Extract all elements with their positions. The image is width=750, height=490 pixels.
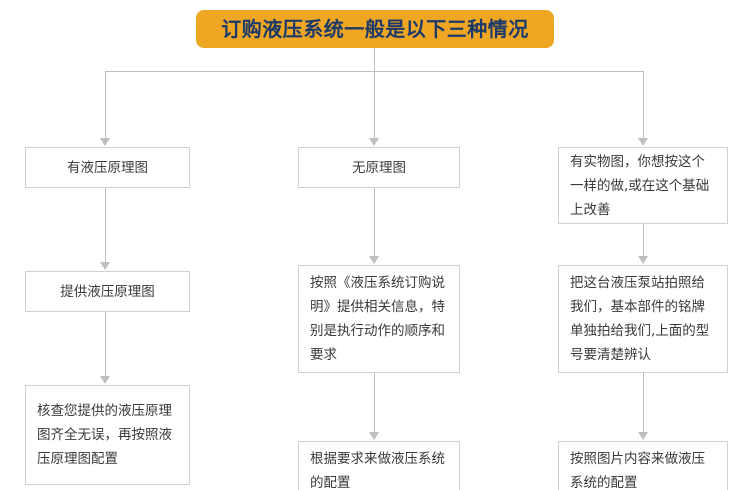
node-branch1-step3[interactable]: 核查您提供的液压原理图齐全无误，再按照液压原理图配置: [25, 385, 190, 485]
connector-root-to-branch2: [374, 71, 375, 139]
connector-branch1-step1-to-step2: [105, 188, 106, 263]
connector-branch2-step1-to-step2: [374, 188, 375, 257]
arrowhead-branch1-step2-to-step3: [100, 376, 110, 384]
node-branch2-step3-label: 根据要求来做液压系统的配置: [310, 451, 445, 490]
node-branch1-step3-label: 核查您提供的液压原理图齐全无误，再按照液压原理图配置: [37, 403, 172, 467]
node-branch2-step1[interactable]: 无原理图: [298, 147, 460, 188]
connector-branch1-step2-to-step3: [105, 312, 106, 377]
node-branch3-step2-label: 把这台液压泵站拍照给我们，基本部件的铭牌单独拍给我们,上面的型号要清楚辨认: [570, 275, 710, 363]
connector-root-to-branch3: [643, 71, 644, 139]
arrowhead-root-to-branch3: [638, 138, 648, 146]
arrowhead-branch2-step1-to-step2: [369, 256, 379, 264]
node-branch3-step1-label: 有实物图，你想按这个一样的做,或在这个基础上改善: [570, 153, 710, 218]
node-branch1-step1[interactable]: 有液压原理图: [25, 147, 190, 188]
connector-root-to-branch1: [105, 71, 106, 139]
arrowhead-root-to-branch2: [369, 138, 379, 146]
connector-branch3-step2-to-step3: [643, 373, 644, 433]
node-branch1-step2-label: 提供液压原理图: [60, 283, 155, 300]
node-branch2-step1-label: 无原理图: [352, 159, 406, 176]
arrowhead-branch3-step2-to-step3: [638, 432, 648, 440]
node-branch3-step1[interactable]: 有实物图，你想按这个一样的做,或在这个基础上改善: [558, 147, 728, 224]
node-branch3-step2[interactable]: 把这台液压泵站拍照给我们，基本部件的铭牌单独拍给我们,上面的型号要清楚辨认: [558, 265, 728, 373]
node-branch1-step2[interactable]: 提供液压原理图: [25, 271, 190, 312]
connector-branch2-step2-to-step3: [374, 373, 375, 433]
flowchart-title-banner: 订购液压系统一般是以下三种情况: [196, 10, 554, 48]
arrowhead-root-to-branch1: [100, 138, 110, 146]
node-branch2-step2[interactable]: 按照《液压系统订购说明》提供相关信息，特别是执行动作的顺序和要求: [298, 265, 460, 373]
connector-branch3-step1-to-step2: [643, 224, 644, 257]
node-branch2-step2-label: 按照《液压系统订购说明》提供相关信息，特别是执行动作的顺序和要求: [310, 275, 445, 363]
node-branch2-step3[interactable]: 根据要求来做液压系统的配置: [298, 441, 460, 490]
flowchart-title-text: 订购液压系统一般是以下三种情况: [221, 17, 529, 41]
arrowhead-branch1-step1-to-step2: [100, 262, 110, 270]
node-branch1-step1-label: 有液压原理图: [67, 159, 148, 176]
arrowhead-branch3-step1-to-step2: [638, 256, 648, 264]
arrowhead-branch2-step2-to-step3: [369, 432, 379, 440]
connector-root-stem: [374, 48, 375, 71]
node-branch3-step3-label: 按照图片内容来做液压系统的配置: [570, 451, 705, 490]
node-branch3-step3[interactable]: 按照图片内容来做液压系统的配置: [558, 441, 728, 490]
